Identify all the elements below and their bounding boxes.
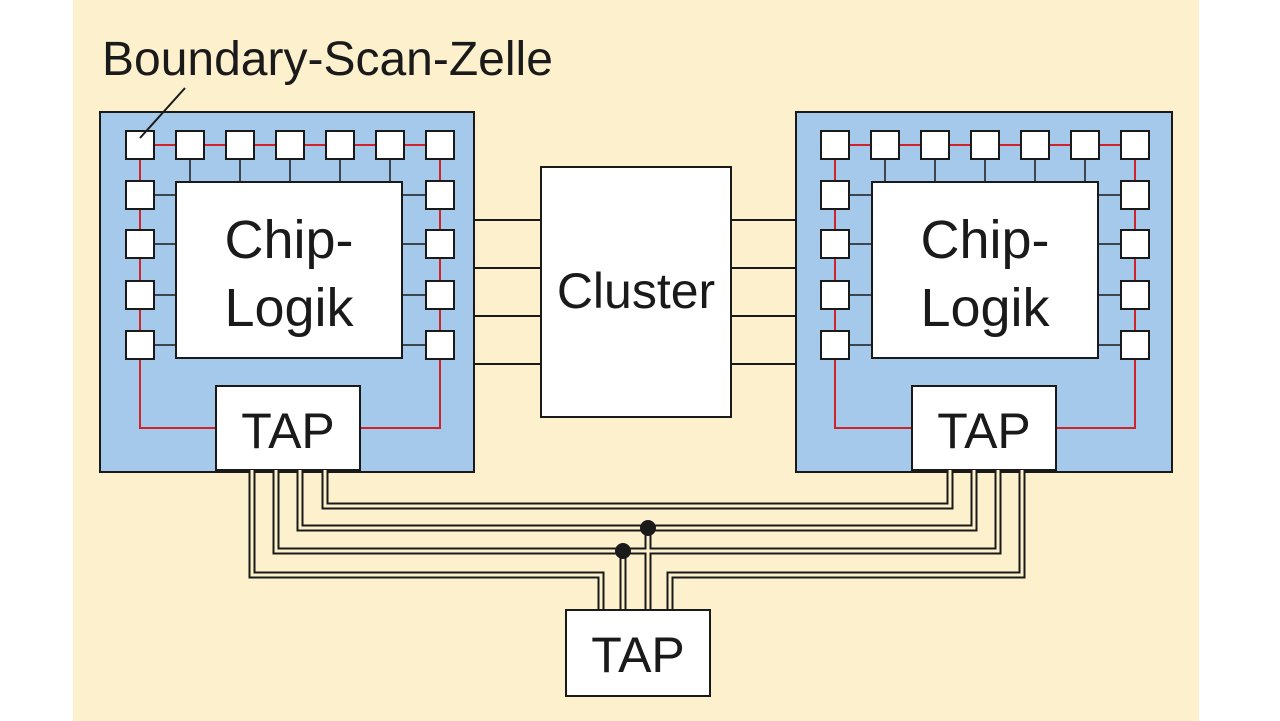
boundary-scan-cell [920,130,950,160]
boundary-scan-cell [1120,280,1150,310]
boundary-scan-cell [970,130,1000,160]
master-tap: TAP [565,609,711,697]
boundary-scan-cell [175,130,205,160]
master-tap-label: TAP [591,627,685,683]
jtag-bus-inner [250,470,1024,610]
right-tap-box [911,385,1057,471]
boundary-scan-cell [125,130,155,160]
right-boundary-cells [820,130,1150,360]
cluster-interconnect-lines [474,219,796,365]
boundary-scan-cell [275,130,305,160]
boundary-scan-cell [375,130,405,160]
left-tap-box [215,385,361,471]
master-tap-box [565,609,711,697]
boundary-scan-cell [870,130,900,160]
boundary-scan-cell [820,180,850,210]
callout-label: Boundary-Scan-Zelle [102,33,553,86]
boundary-scan-cell [125,180,155,210]
boundary-scan-cell [820,229,850,259]
callout: Boundary-Scan-Zelle [102,33,553,139]
boundary-scan-cell [1020,130,1050,160]
left-tap-label: TAP [241,403,335,459]
right-logic-label-line2: Logik [920,278,1050,338]
boundary-scan-cell [125,280,155,310]
boundary-scan-cell [425,180,455,210]
boundary-scan-cell [125,229,155,259]
bus-junction-dot [640,520,656,536]
boundary-scan-cell [1120,229,1150,259]
cluster-label: Cluster [557,263,715,319]
left-boundary-cells [125,130,455,360]
boundary-scan-cell [1120,130,1150,160]
bus-junction-dot [615,543,631,559]
cluster-block: Cluster [474,166,796,418]
left-logic-label-line1: Chip- [224,210,353,270]
boundary-scan-cell [425,280,455,310]
right-cell-connections [848,158,1122,346]
boundary-scan-cell [820,330,850,360]
boundary-scan-cell [225,130,255,160]
boundary-scan-cell [425,130,455,160]
boundary-scan-cell [1120,330,1150,360]
left-chip: TAP Chip- Logik [99,111,475,473]
boundary-scan-cell [820,130,850,160]
right-logic-label-line1: Chip- [920,210,1049,270]
boundary-scan-cell [1120,180,1150,210]
callout-leader-line [139,87,186,139]
left-chip-logic [175,181,403,359]
right-tap-label: TAP [937,403,1031,459]
cluster-box [540,166,732,418]
left-logic-label-line2: Logik [224,278,354,338]
left-cell-connections [153,158,427,346]
boundary-scan-cell [125,330,155,360]
right-chip-logic [871,181,1099,359]
boundary-scan-cell [325,130,355,160]
boundary-scan-cell [425,330,455,360]
boundary-scan-cell [1070,130,1100,160]
right-chip: TAP Chip- Logik [795,111,1173,473]
boundary-scan-cell [425,229,455,259]
boundary-scan-cell [820,280,850,310]
